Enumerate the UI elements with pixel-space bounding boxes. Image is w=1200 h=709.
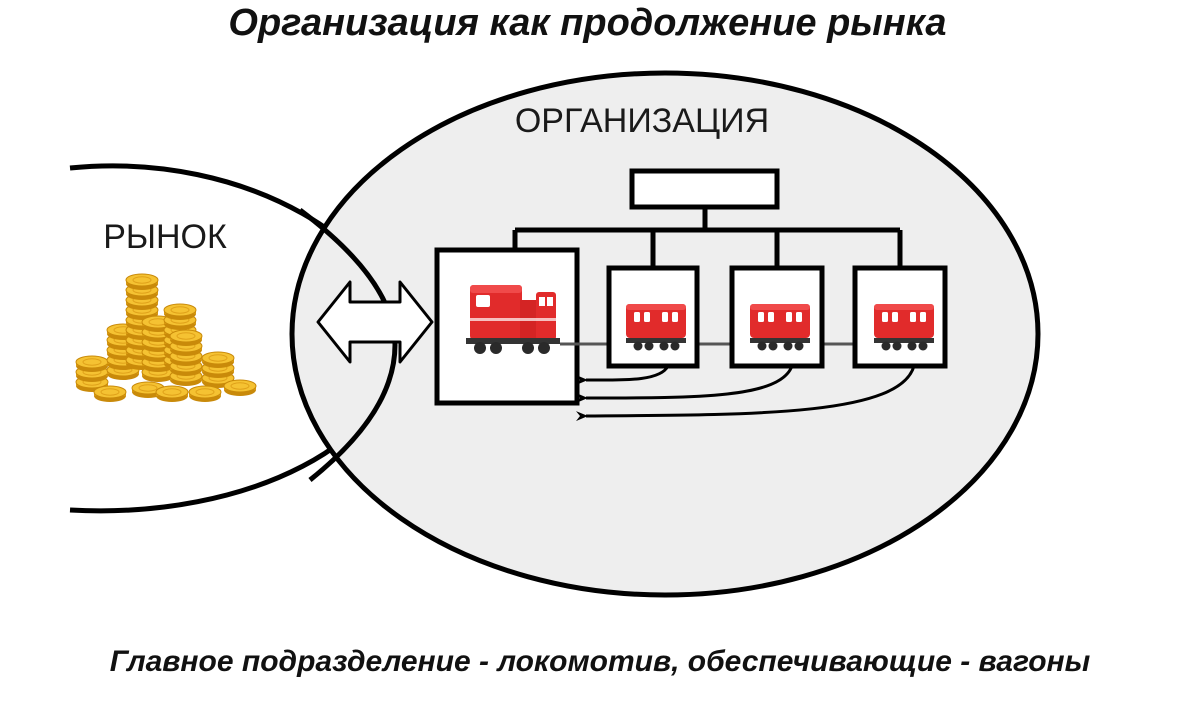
market-label: РЫНОК: [103, 218, 227, 256]
diagram-caption: Главное подразделение - локомотив, обесп…: [109, 645, 1091, 678]
locomotive-icon: [466, 285, 560, 354]
feedback-arrows: [575, 365, 916, 422]
page-title: Организация как продолжение рынка: [228, 2, 947, 44]
hierarchy-connectors: [512, 207, 903, 268]
market-boundary: [298, 208, 398, 482]
top-management-box: [629, 168, 780, 210]
double-arrow-icon: [316, 280, 434, 364]
organization-label: ОРГАНИЗАЦИЯ: [515, 102, 769, 140]
